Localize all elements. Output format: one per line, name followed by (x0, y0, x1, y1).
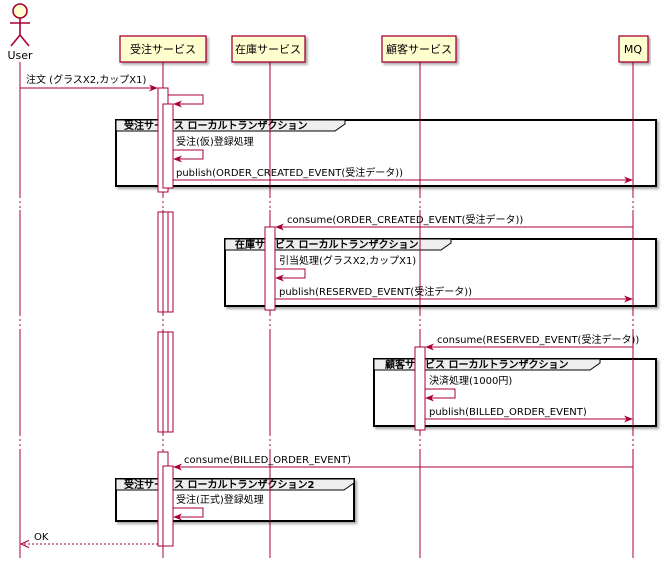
frame-title: 在庫サービス ローカルトランザクション (235, 238, 418, 251)
participant-mq[interactable]: MQ (618, 35, 649, 63)
activation-order-3-nested (162, 331, 174, 433)
participant-stock-service[interactable]: 在庫サービス (231, 35, 306, 63)
message-reserve-process: 引当処理(グラスX2,カップX1) (275, 254, 416, 282)
message-consume-order-created: consume(ORDER_CREATED_EVENT(受注データ)) (275, 213, 633, 231)
message-label: 注文 (グラスX2,カップX1) (26, 73, 146, 86)
frame-stock-local-transaction: 在庫サービス ローカルトランザクション (224, 238, 657, 307)
message-label: publish(RESERVED_EVENT(受注データ)) (279, 285, 472, 298)
message-self-call (168, 94, 204, 108)
message-label: publish(ORDER_CREATED_EVENT(受注データ)) (176, 166, 403, 179)
message-order-request: 注文 (グラスX2,カップX1) (20, 73, 158, 92)
frame-title: 受注サービス ローカルトランザクション2 (124, 478, 314, 491)
message-label: 受注(仮)登録処理 (176, 135, 254, 148)
message-label: 決済処理(1000円) (429, 374, 512, 387)
participant-label: 在庫サービス (235, 42, 301, 56)
frame-title: 受注サービス ローカルトランザクション (124, 119, 307, 132)
message-label: consume(RESERVED_EVENT(受注データ)) (437, 333, 639, 346)
message-label: consume(BILLED_ORDER_EVENT) (184, 455, 351, 466)
message-consume-billed-order: consume(BILLED_ORDER_EVENT) (173, 455, 633, 471)
message-label: 引当処理(グラスX2,カップX1) (279, 254, 416, 267)
message-label: OK (34, 532, 49, 543)
message-label: consume(ORDER_CREATED_EVENT(受注データ)) (287, 213, 523, 226)
participant-customer-service[interactable]: 顧客サービス (381, 35, 457, 63)
participant-label: 受注サービス (130, 42, 196, 56)
activation-stock (264, 226, 276, 311)
actor-user[interactable]: User (7, 3, 33, 62)
frame-order-local-transaction: 受注サービス ローカルトランザクション (115, 119, 657, 187)
activation-order-2-nested (162, 211, 174, 313)
message-final-registration: 受注(正式)登録処理 (173, 493, 264, 521)
message-label: 受注(正式)登録処理 (176, 493, 264, 506)
participant-order-service[interactable]: 受注サービス (119, 35, 207, 63)
message-publish-order-created: publish(ORDER_CREATED_EVENT(受注データ)) (173, 166, 633, 184)
participant-label: MQ (624, 43, 642, 56)
message-publish-reserved: publish(RESERVED_EVENT(受注データ)) (275, 285, 633, 303)
activation-order-4-nested (162, 465, 174, 547)
message-ok-return: OK (21, 532, 158, 544)
actor-label: User (7, 49, 33, 62)
message-consume-reserved: consume(RESERVED_EVENT(受注データ)) (425, 333, 639, 351)
message-payment-process: 決済処理(1000円) (425, 374, 512, 402)
message-label: publish(BILLED_ORDER_EVENT) (429, 407, 587, 418)
message-provisional-registration: 受注(仮)登録処理 (173, 135, 254, 163)
activation-bars (157, 87, 426, 547)
frame-title: 顧客サービス ローカルトランザクション (385, 358, 568, 371)
stick-figure-actor-icon (10, 3, 30, 47)
message-publish-billed-order: publish(BILLED_ORDER_EVENT) (425, 407, 633, 423)
activation-order-1-nested (162, 103, 174, 189)
activation-customer (414, 346, 426, 431)
participant-label: 顧客サービス (386, 42, 452, 56)
